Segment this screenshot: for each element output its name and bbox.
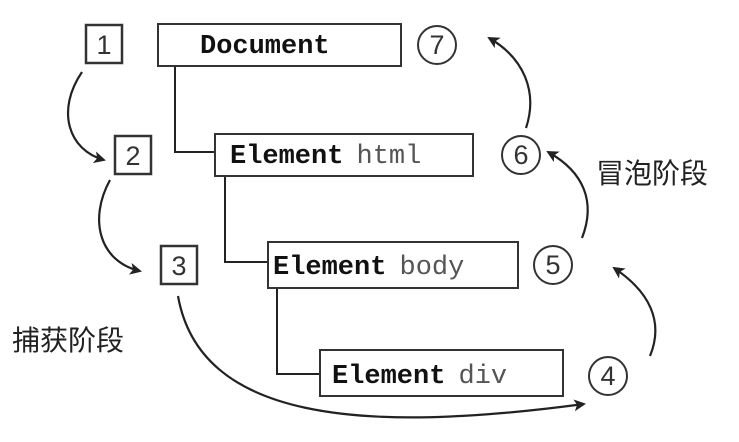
arrow-bubble-4-to-5 xyxy=(612,266,657,357)
bubble-step-4-number: 4 xyxy=(600,361,615,391)
node-document: Document xyxy=(157,23,402,67)
bubble-phase-label: 冒泡阶段 xyxy=(596,157,708,190)
capture-step-1: 1 xyxy=(84,23,124,65)
capture-step-1-number: 1 xyxy=(96,30,111,60)
bubble-step-6-number: 6 xyxy=(513,140,528,170)
arrow-bubble-6-to-7 xyxy=(487,37,532,129)
node-div-name: div xyxy=(459,362,508,392)
capture-phase-label: 捕获阶段 xyxy=(12,324,124,357)
node-html-type: Element xyxy=(230,142,343,172)
tree-line-html-body xyxy=(224,176,268,263)
bubble-step-7-number: 7 xyxy=(429,30,444,60)
node-element-body: Element body xyxy=(267,241,519,289)
node-element-div: Element div xyxy=(319,349,564,397)
bubble-step-5-number: 5 xyxy=(545,250,560,280)
arrow-bubble-5-to-6 xyxy=(546,151,589,239)
capture-step-3: 3 xyxy=(159,244,199,286)
bubble-step-6: 6 xyxy=(501,135,541,175)
arrow-capture-2-to-3 xyxy=(98,179,142,275)
arrow-capture-3-to-4 xyxy=(176,295,586,419)
node-html-label: Element html xyxy=(230,142,421,172)
bubble-step-5: 5 xyxy=(533,245,573,285)
node-element-html: Element html xyxy=(214,133,474,177)
node-html-name: html xyxy=(357,142,422,172)
capture-step-2-number: 2 xyxy=(125,141,140,171)
node-body-label: Element body xyxy=(273,253,464,283)
capture-step-2: 2 xyxy=(113,134,153,176)
bubble-step-4: 4 xyxy=(588,356,628,396)
tree-line-document-html xyxy=(174,63,215,153)
node-document-type: Document xyxy=(200,32,330,62)
node-div-label: Element div xyxy=(332,362,507,392)
bubble-step-7: 7 xyxy=(417,25,457,65)
tree-line-body-div xyxy=(276,288,320,375)
node-body-name: body xyxy=(400,253,465,283)
node-body-type: Element xyxy=(273,253,386,283)
node-div-type: Element xyxy=(332,362,445,392)
arrow-capture-1-to-2 xyxy=(67,71,106,164)
capture-step-3-number: 3 xyxy=(171,251,186,281)
